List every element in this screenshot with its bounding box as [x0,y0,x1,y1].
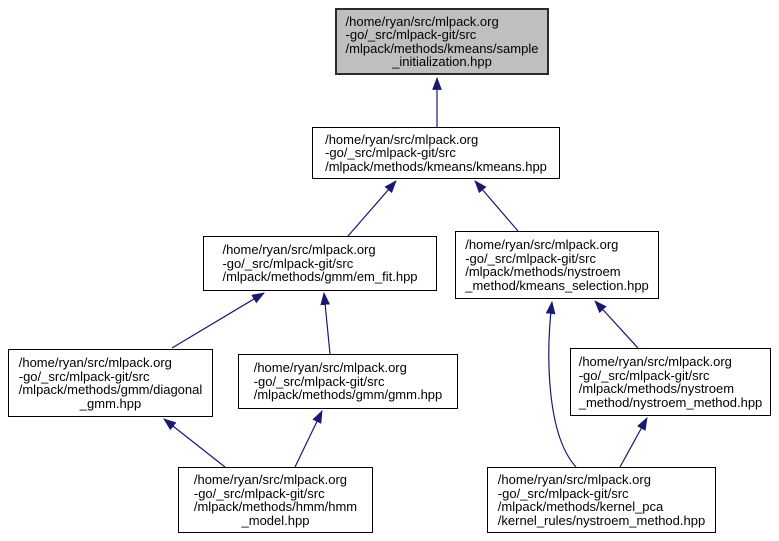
dependency-edge-kmeans-selection-to-kmeans [474,180,519,232]
file-path-line: /kernel_rules/nystroem_method.hpp [497,512,706,528]
graph-node-gmm[interactable]: /home/ryan/src/mlpack.org-go/_src/mlpack… [238,354,458,409]
file-path-line: /home/ryan/src/mlpack.org [325,131,479,147]
file-path-line: /mlpack/methods/kmeans/kmeans.hpp [325,158,547,174]
file-path-line: /mlpack/methods/gmm/gmm.hpp [253,387,443,403]
dependency-edge-hmm-model-to-gmm [294,410,323,468]
graph-node-label: /home/ryan/src/mlpack.org-go/_src/mlpack… [345,13,539,69]
graph-node-kmeans-selection[interactable]: /home/ryan/src/mlpack.org-go/_src/mlpack… [455,231,659,299]
file-path-line: /home/ryan/src/mlpack.org [193,472,348,487]
graph-node-label: /home/ryan/src/mlpack.org-go/_src/mlpack… [498,473,705,527]
graph-node-label: /home/ryan/src/mlpack.org-go/_src/mlpack… [254,361,443,402]
file-path-line: -go/_src/mlpack-git/src [325,145,456,161]
file-path-line: _gmm.hpp [79,395,142,411]
file-path-line: /home/ryan/src/mlpack.org [578,354,732,369]
file-path-line: /home/ryan/src/mlpack.org [497,472,651,487]
file-path-line: -go/_src/mlpack-git/src [18,368,150,384]
file-path-line: -go/_src/mlpack-git/src [497,485,629,501]
file-path-line: /home/ryan/src/mlpack.org [222,242,376,258]
file-path-line: _initialization.hpp [392,54,492,69]
file-path-line: /mlpack/methods/hmm/hmm [193,499,358,514]
graph-node-kernel-pca-nystroem[interactable]: /home/ryan/src/mlpack.org-go/_src/mlpack… [487,467,716,533]
dependency-edge-em-fit-to-kmeans [347,180,397,237]
graph-node-label: /home/ryan/src/mlpack.org-go/_src/mlpack… [325,133,547,174]
file-path-line: _method/kmeans_selection.hpp [465,277,649,293]
graph-node-label: /home/ryan/src/mlpack.org-go/_src/mlpack… [194,473,357,527]
file-path-line: /mlpack/methods/gmm/diagonal [18,382,203,397]
graph-node-label: /home/ryan/src/mlpack.org-go/_src/mlpack… [465,238,649,292]
file-path-line: /mlpack/methods/nystroem [465,264,621,279]
file-path-line: /home/ryan/src/mlpack.org [345,13,499,29]
graph-node-kmeans[interactable]: /home/ryan/src/mlpack.org-go/_src/mlpack… [312,127,560,179]
file-path-line: -go/_src/mlpack-git/src [222,255,354,271]
graph-node-label: /home/ryan/src/mlpack.org-go/_src/mlpack… [19,356,203,410]
file-path-line: /home/ryan/src/mlpack.org [18,355,172,370]
dependency-edge-diagonal-gmm-to-em-fit [171,292,265,349]
file-path-line: /mlpack/methods/gmm/em_fit.hpp [222,269,418,285]
graph-node-hmm-model[interactable]: /home/ryan/src/mlpack.org-go/_src/mlpack… [178,467,373,533]
file-path-line: /home/ryan/src/mlpack.org [253,360,407,376]
file-path-line: -go/_src/mlpack-git/src [193,485,325,501]
dependency-edge-nystroem-method-to-kmeans-selection [594,300,639,349]
file-path-line: _method/nystroem_method.hpp [578,394,763,410]
file-path-line: /mlpack/methods/nystroem [578,381,735,396]
graph-node-label: /home/ryan/src/mlpack.org-go/_src/mlpack… [579,355,763,409]
file-path-line: /home/ryan/src/mlpack.org [465,237,619,252]
graph-node-nystroem-method[interactable]: /home/ryan/src/mlpack.org-go/_src/mlpack… [570,348,771,416]
graph-node-diagonal-gmm[interactable]: /home/ryan/src/mlpack.org-go/_src/mlpack… [8,349,213,417]
graph-node-em-fit[interactable]: /home/ryan/src/mlpack.org-go/_src/mlpack… [203,236,437,291]
file-path-line: -go/_src/mlpack-git/src [253,373,385,389]
file-path-line: /mlpack/methods/kernel_pca [497,499,664,514]
dependency-edge-hmm-model-to-diagonal-gmm [163,418,226,468]
file-path-line: -go/_src/mlpack-git/src [345,27,477,42]
file-path-line: _model.hpp [241,512,310,528]
graph-node-sample-initialization: /home/ryan/src/mlpack.org-go/_src/mlpack… [335,8,549,75]
graph-node-label: /home/ryan/src/mlpack.org-go/_src/mlpack… [222,243,417,284]
file-path-line: -go/_src/mlpack-git/src [465,250,596,266]
file-path-line: /mlpack/methods/kmeans/sample [345,40,539,56]
dependency-edge-kernel-pca-nystroem-to-nystroem-method [619,417,648,468]
file-path-line: -go/_src/mlpack-git/src [578,367,710,383]
dependency-edge-gmm-to-em-fit [320,291,331,355]
